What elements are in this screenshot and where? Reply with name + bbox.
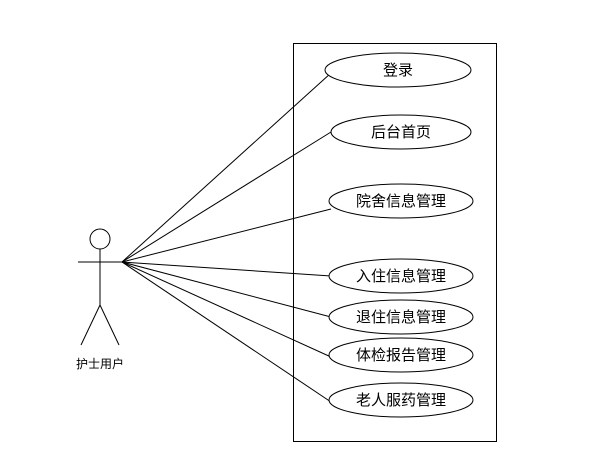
- association-line-dashboard: [121, 131, 332, 263]
- association-line-login: [121, 72, 332, 263]
- association-line-checkout: [121, 261, 332, 318]
- association-line-checkin: [121, 261, 332, 277]
- use-case-ellipse: [328, 382, 474, 418]
- association-line-medical: [121, 261, 332, 358]
- association-line-medication: [121, 261, 332, 403]
- use-case-ellipse: [324, 52, 472, 88]
- use-case-ellipse: [328, 337, 474, 373]
- use-case-medication: 老人服药管理: [328, 382, 474, 418]
- use-case-checkout-info: 退住信息管理: [328, 299, 474, 335]
- use-case-login: 登录: [324, 52, 472, 88]
- use-case-label: 登录: [383, 61, 413, 79]
- actor-label: 护士用户: [76, 356, 124, 371]
- use-case-ellipse: [328, 183, 474, 219]
- use-case-label: 退住信息管理: [356, 308, 446, 326]
- use-case-ellipse: [328, 299, 474, 335]
- use-case-facility-info: 院舍信息管理: [328, 183, 474, 219]
- use-case-label: 老人服药管理: [356, 391, 446, 409]
- actor: [78, 228, 122, 346]
- use-case-ellipse: [328, 258, 474, 294]
- association-lines: [121, 72, 332, 403]
- use-case-medical-report: 体检报告管理: [328, 337, 474, 373]
- use-case-label: 体检报告管理: [356, 346, 446, 364]
- use-case-checkin-info: 入住信息管理: [328, 258, 474, 294]
- actor-left-leg: [80, 304, 101, 346]
- actor-head: [89, 228, 111, 250]
- association-line-facility: [121, 208, 332, 263]
- use-case-label: 院舍信息管理: [356, 192, 446, 210]
- system-boundary: [293, 43, 497, 442]
- use-case-ellipse: [330, 114, 472, 150]
- use-case-label: 入住信息管理: [356, 267, 446, 285]
- use-case-label: 后台首页: [371, 123, 431, 141]
- use-case-dashboard: 后台首页: [330, 114, 472, 150]
- actor-right-leg: [99, 304, 120, 346]
